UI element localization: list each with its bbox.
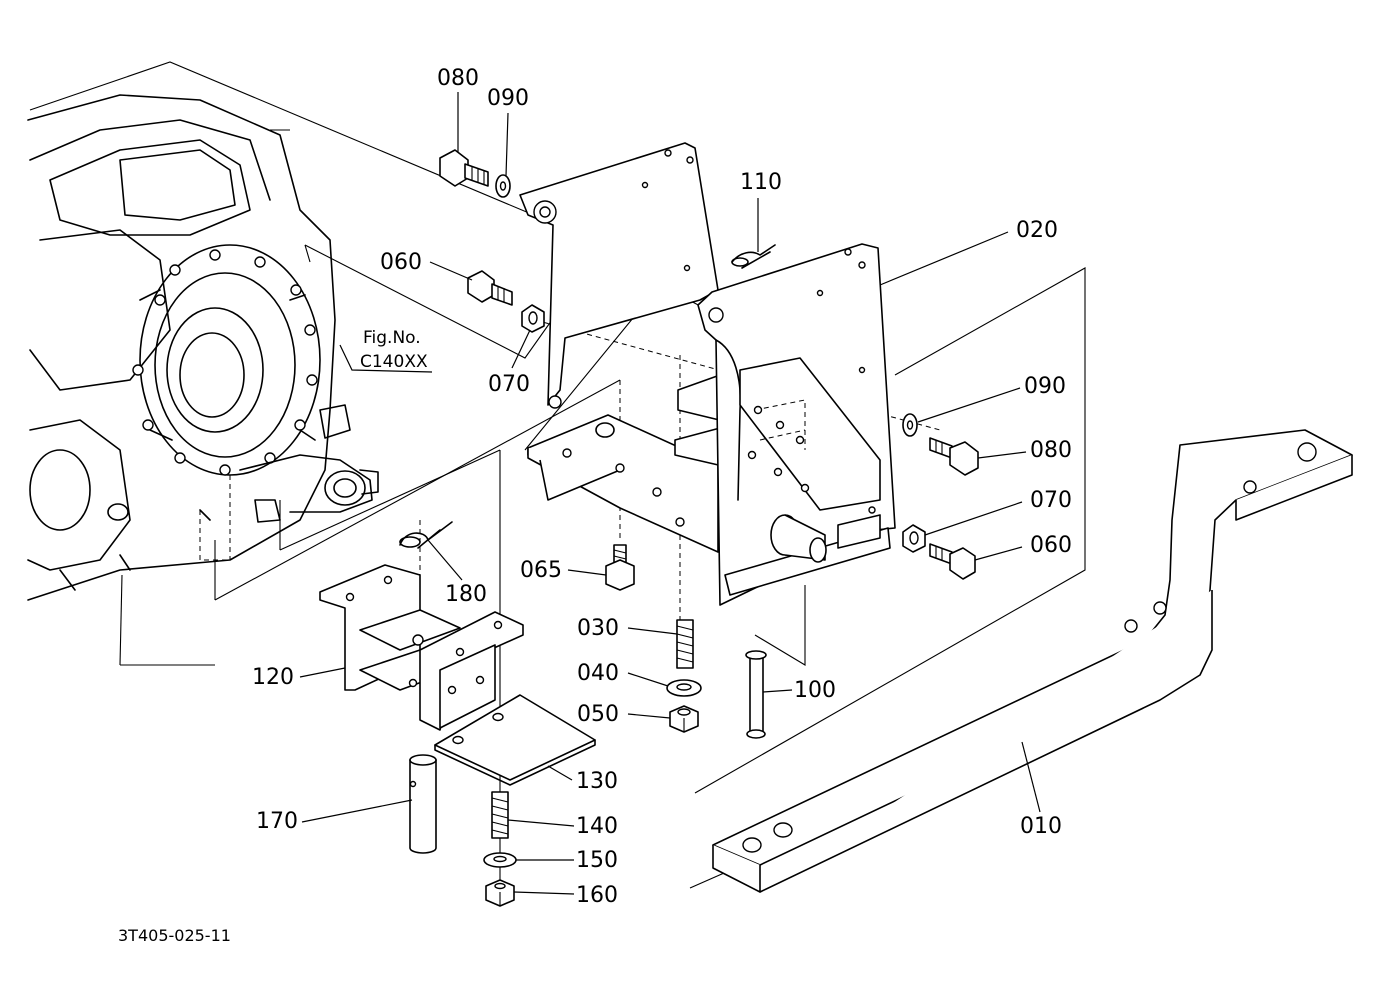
- drawing-code: 3T405-025-11: [118, 926, 231, 945]
- left-side-plate: [519, 142, 719, 406]
- callout-080-right: 080: [1030, 438, 1072, 463]
- pin-100: [745, 650, 767, 739]
- nut-050: [669, 705, 699, 733]
- callout-140: 140: [576, 814, 618, 839]
- plate-130: [434, 694, 596, 786]
- washer-040: [666, 679, 702, 697]
- callout-020: 020: [1016, 218, 1058, 243]
- snap-pin-180: [399, 521, 453, 549]
- callout-060-right: 060: [1030, 533, 1072, 558]
- callout-160: 160: [576, 883, 618, 908]
- bolt-080-right: [929, 437, 979, 476]
- callout-065: 065: [520, 558, 562, 583]
- transmission-housing: [27, 94, 379, 601]
- right-side-plate: [697, 243, 896, 606]
- figure-ref-line2: C140XX: [360, 352, 428, 372]
- bolt-065: [605, 544, 635, 591]
- bolt-060-left: [467, 270, 513, 306]
- callout-060-left: 060: [380, 250, 422, 275]
- washer-090-left: [495, 174, 511, 198]
- callout-010: 010: [1020, 814, 1062, 839]
- callout-180: 180: [445, 582, 487, 607]
- callout-090-right: 090: [1024, 374, 1066, 399]
- callout-120: 120: [252, 665, 294, 690]
- washer-150: [483, 852, 517, 868]
- callout-050: 050: [577, 702, 619, 727]
- nut-160: [485, 879, 515, 907]
- snap-pin-110: [731, 244, 776, 269]
- nut-070-right: [902, 524, 926, 553]
- stud-140: [491, 791, 509, 839]
- lower-bracket: [319, 564, 524, 731]
- callout-040: 040: [577, 661, 619, 686]
- callout-070-right: 070: [1030, 488, 1072, 513]
- callout-130: 130: [576, 769, 618, 794]
- callout-170: 170: [256, 809, 298, 834]
- nut-070-left: [521, 304, 545, 333]
- callout-100: 100: [794, 678, 836, 703]
- washer-090-right: [902, 413, 918, 437]
- callout-070-left: 070: [488, 372, 530, 397]
- drawbar: [712, 429, 1353, 893]
- stud-030: [676, 619, 694, 669]
- callout-110: 110: [740, 170, 782, 195]
- callout-030: 030: [577, 616, 619, 641]
- pin-170: [409, 754, 437, 854]
- figure-ref-line1: Fig.No.: [363, 328, 421, 348]
- callout-150: 150: [576, 848, 618, 873]
- bolt-080-left: [439, 149, 489, 187]
- leader-lines: [299, 92, 1041, 895]
- bolt-060-right: [929, 543, 976, 580]
- center-bracket: [527, 374, 741, 553]
- callout-080-top: 080: [437, 66, 479, 91]
- callout-090-top: 090: [487, 86, 529, 111]
